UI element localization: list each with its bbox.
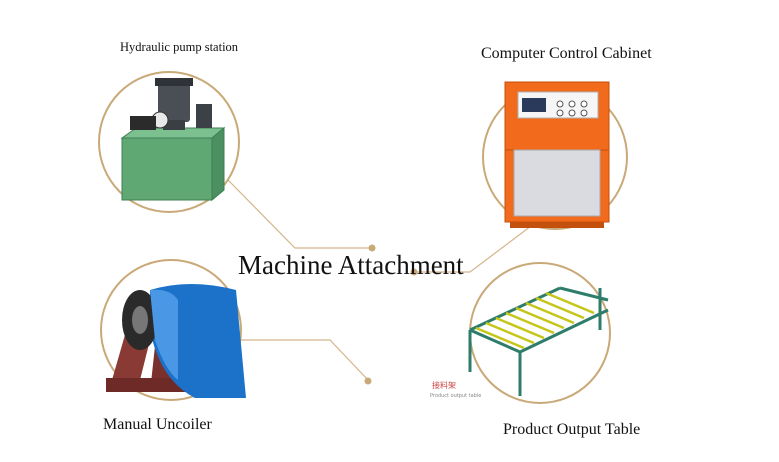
hydraulic-pump-image	[120, 78, 226, 202]
connector-dot-uncoiler	[364, 377, 372, 385]
table-caption-en: Product output table	[430, 393, 482, 399]
pump-label: Hydraulic pump station	[120, 40, 239, 54]
cabinet-label: Computer Control Cabinet	[481, 45, 652, 62]
uncoiler-label: Manual Uncoiler	[103, 416, 212, 433]
connector-dot-pump	[368, 244, 376, 252]
connector-uncoiler	[240, 339, 369, 381]
table-caption-cn: 接料架	[432, 381, 456, 390]
control-cabinet-image	[504, 81, 610, 228]
connector-dots	[364, 244, 418, 385]
uncoiler-ring	[100, 259, 242, 401]
table-label: Product Output Table	[503, 421, 641, 438]
connector-pump	[227, 179, 372, 249]
connector-lines	[227, 179, 532, 381]
output-table-image	[468, 286, 609, 396]
pump-ring	[98, 71, 240, 213]
connector-dot-cabinet	[410, 268, 418, 276]
connector-cabinet	[414, 225, 532, 273]
main-title: Machine Attachment	[238, 250, 464, 280]
manual-uncoiler-image	[106, 284, 246, 398]
